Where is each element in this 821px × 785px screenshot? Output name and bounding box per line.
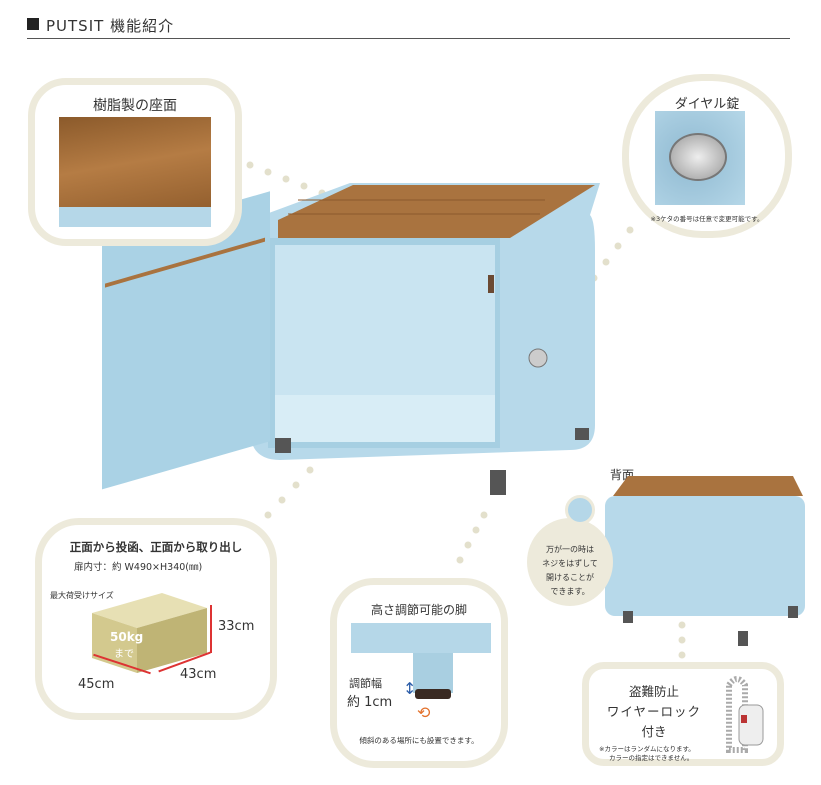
back-note-line: ネジをはずして: [542, 559, 598, 568]
leg-foot: [413, 653, 453, 693]
dial-note: ※3ケタの番号は任意で変更可能です。: [650, 215, 764, 223]
screw-highlight-circle: [565, 495, 595, 525]
cabinet-illustration: [102, 183, 600, 495]
legs-title: 高さ調節可能の脚: [370, 603, 467, 617]
seat-feature-bubble: 樹脂製の座面: [28, 78, 242, 246]
leg-pad: [415, 689, 451, 699]
front-access-bubble: 正面から投函、正面から取り出し 扉内寸：約 W490×H340(㎜) 最大荷受け…: [35, 518, 277, 720]
adjustable-legs-bubble: 高さ調節可能の脚 調節幅 約 1cm ↕ ⟲ 傾斜のある場所にも設置できます。: [330, 578, 508, 768]
dial-lock-image: [655, 111, 745, 205]
box-illustration: [92, 593, 207, 673]
back-note-line: できます。: [550, 587, 590, 596]
height-dimension: 33cm: [218, 619, 255, 634]
leg-image: [351, 623, 491, 653]
dial-icon: [669, 133, 727, 181]
back-note-line: 開けることが: [546, 573, 594, 582]
max-size-label: 最大荷受けサイズ: [50, 591, 114, 600]
wire-lock-icon: [726, 676, 764, 753]
adj-arrow-icon: ↕: [403, 679, 417, 698]
seat-title: 樹脂製の座面: [93, 98, 177, 114]
height-arrow: [210, 605, 212, 653]
legs-note: 傾斜のある場所にも設置できます。: [359, 736, 479, 745]
header-divider: [27, 38, 790, 39]
page-title: PUTSIT 機能紹介: [46, 17, 175, 35]
width-dimension: 45cm: [78, 677, 115, 692]
header-square-icon: [27, 18, 39, 30]
adj-value: 約 1cm: [347, 695, 393, 710]
rotate-arrow-icon: ⟲: [417, 703, 431, 722]
back-cabinet-illustration: [605, 476, 805, 646]
dial-lock-bubble: ダイヤル錠 ※3ケタの番号は任意で変更可能です。: [622, 74, 792, 238]
dial-title: ダイヤル錠: [674, 97, 740, 112]
back-note-line: 万が一の時は: [546, 545, 594, 554]
back-note-bubble: 万が一の時は ネジをはずして 開けることが できます。: [527, 518, 613, 606]
wire-lock-bubble: 盗難防止 ワイヤーロック 付き ※カラーはランダムになります。 カラーの指定はで…: [582, 662, 784, 766]
wire-note-line: カラーの指定はできません。: [609, 754, 694, 762]
depth-dimension: 43cm: [180, 667, 217, 682]
front-inner-size: 扉内寸：約 W490×H340(㎜): [74, 562, 203, 573]
front-title: 正面から投函、正面から取り出し: [69, 540, 243, 554]
wood-seat-image: [59, 117, 211, 227]
adj-label: 調節幅: [349, 677, 382, 690]
wire-title-line: 盗難防止: [628, 684, 679, 699]
weight-sub: まで: [114, 649, 134, 660]
wire-title-line: ワイヤーロック: [606, 704, 702, 719]
wire-title-line: 付き: [641, 724, 667, 739]
wire-note-line: ※カラーはランダムになります。: [599, 745, 695, 753]
weight-label: 50kg: [110, 630, 144, 644]
